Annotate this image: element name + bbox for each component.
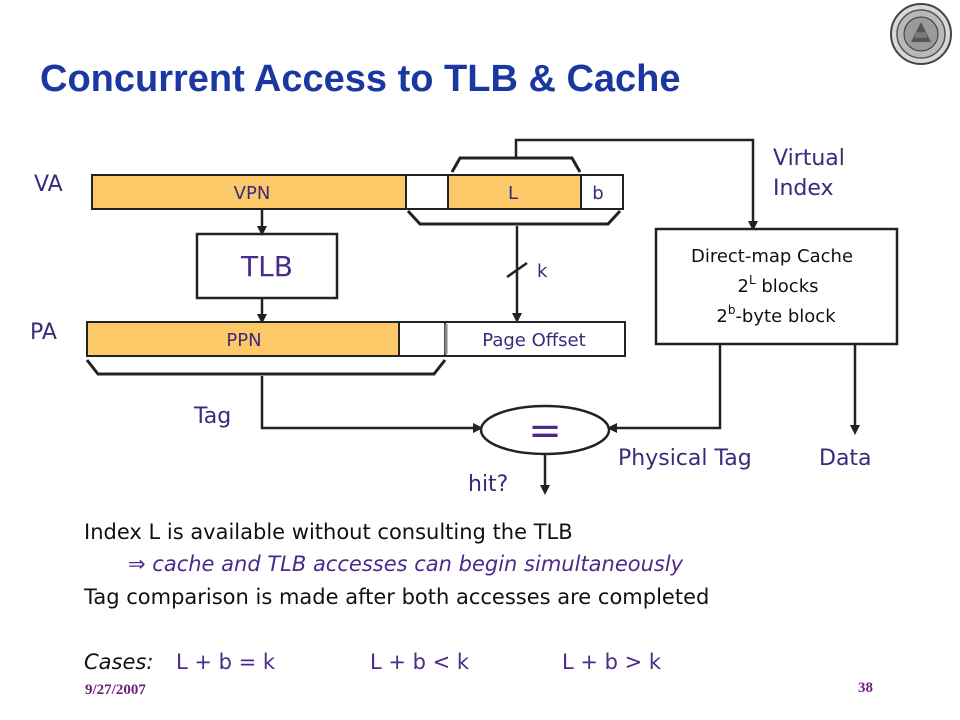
tag-line [260, 376, 483, 433]
data-label: Data [819, 446, 872, 471]
case-1: L + b = k [176, 650, 276, 674]
tlb-label: TLB [240, 250, 293, 283]
case-3: L + b > k [562, 650, 662, 674]
l-top-bracket [450, 156, 582, 173]
university-seal-logo [890, 3, 952, 65]
slide-title: Concurrent Access to TLB & Cache [40, 58, 681, 100]
cache-line3: 2b-byte block [716, 303, 836, 327]
body-line2: ⇒ cache and TLB accesses can begin simul… [128, 552, 683, 576]
virtual-index-line [514, 138, 758, 231]
physical-tag-line [607, 344, 722, 433]
b-field-label: b [592, 183, 603, 204]
ppn-field-label: PPN [226, 330, 261, 351]
pa-label: PA [30, 320, 57, 345]
physical-tag-label: Physical Tag [618, 446, 752, 471]
cache-line2: 2L blocks [738, 273, 819, 297]
vpn-field-label: VPN [234, 183, 271, 204]
tag-label: Tag [194, 404, 232, 429]
k-slash [506, 261, 528, 279]
cases-label: Cases: [84, 650, 154, 674]
virtual-index-label: Virtual Index [773, 144, 845, 204]
footer-date: 9/27/2007 [85, 682, 146, 698]
direct-map-cache-box [654, 227, 899, 346]
body-line1: Index L is available without consulting … [84, 520, 573, 544]
comparator-symbol: = [528, 408, 562, 454]
tlb-box [195, 232, 339, 300]
cache-line1: Direct-map Cache [691, 246, 853, 267]
page-offset-field-label: Page Offset [482, 330, 585, 351]
virtual-index-line2: Index [773, 176, 834, 201]
virtual-index-line1: Virtual [773, 146, 845, 171]
case-2: L + b < k [370, 650, 470, 674]
l-field-label: L [508, 183, 518, 204]
body-line2-text: cache and TLB accesses can begin simulta… [145, 552, 684, 576]
hit-label: hit? [468, 472, 509, 497]
k-bottom-bracket [406, 209, 622, 226]
body-line3: Tag comparison is made after both access… [84, 585, 710, 609]
tag-bottom-bracket [85, 359, 447, 376]
k-label: k [537, 261, 548, 282]
va-bar [91, 174, 624, 210]
va-label: VA [34, 172, 63, 197]
slide-number: 38 [858, 680, 873, 696]
pa-bar [86, 321, 626, 357]
implies-symbol: ⇒ [128, 552, 146, 576]
